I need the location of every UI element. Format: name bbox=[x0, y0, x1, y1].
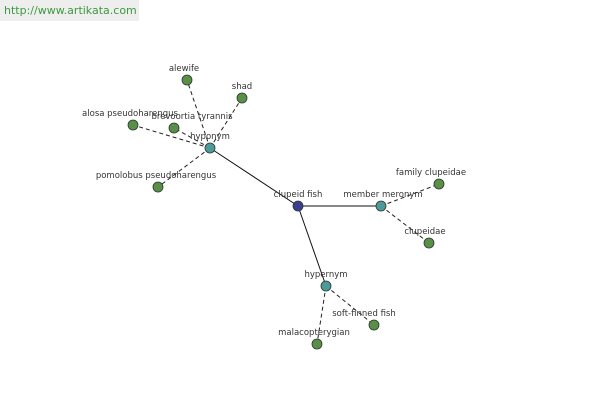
node-clupeidae[interactable] bbox=[423, 237, 435, 249]
edge-hypernym-softfinned bbox=[325, 285, 375, 326]
watermark-url[interactable]: http://www.artikata.com bbox=[0, 0, 139, 21]
node-label-pomolobus: pomolobus pseudoharengus bbox=[96, 171, 217, 181]
node-label-brevoortia: brevoortia tyrannis bbox=[151, 112, 233, 122]
node-label-center: clupeid fish bbox=[274, 190, 323, 200]
edge-member-family bbox=[380, 183, 440, 207]
node-malaco[interactable] bbox=[311, 338, 323, 350]
nodes-layer bbox=[127, 74, 445, 350]
node-label-alosa: alosa pseudoharengus bbox=[82, 109, 178, 119]
node-label-member: member meronym bbox=[343, 190, 422, 200]
node-alewife[interactable] bbox=[181, 74, 193, 86]
edges-layer bbox=[132, 79, 440, 345]
edge-hyponym-alosa bbox=[132, 124, 211, 149]
edge-center-hypernym bbox=[297, 205, 327, 287]
node-shad[interactable] bbox=[236, 92, 248, 104]
node-hyponym[interactable] bbox=[204, 142, 216, 154]
edge-hyponym-shad bbox=[209, 97, 243, 149]
node-alosa[interactable] bbox=[127, 119, 139, 131]
node-family[interactable] bbox=[433, 178, 445, 190]
node-label-clupeidae: clupeidae bbox=[404, 227, 445, 237]
node-label-shad: shad bbox=[232, 82, 252, 92]
node-label-hypernym: hypernym bbox=[304, 270, 347, 280]
edge-hypernym-malaco bbox=[316, 285, 327, 345]
node-label-malaco: malacopterygian bbox=[278, 328, 350, 338]
node-pomolobus[interactable] bbox=[152, 181, 164, 193]
node-label-hyponym: hyponym bbox=[190, 132, 230, 142]
edge-hyponym-alewife bbox=[186, 79, 211, 149]
node-hypernym[interactable] bbox=[320, 280, 332, 292]
node-brevoortia[interactable] bbox=[168, 122, 180, 134]
edge-hyponym-pomolobus bbox=[157, 147, 211, 188]
edge-member-clupeidae bbox=[380, 205, 430, 244]
node-center[interactable] bbox=[292, 200, 304, 212]
labels-layer: clupeid fish hyponym member meronym hyperny… bbox=[82, 64, 466, 338]
node-member[interactable] bbox=[375, 200, 387, 212]
edge-center-hyponym bbox=[209, 147, 299, 207]
node-label-alewife: alewife bbox=[169, 64, 199, 74]
node-softfinned[interactable] bbox=[368, 319, 380, 331]
node-label-softfinned: soft-finned fish bbox=[332, 309, 396, 319]
node-label-family: family clupeidae bbox=[396, 168, 466, 178]
